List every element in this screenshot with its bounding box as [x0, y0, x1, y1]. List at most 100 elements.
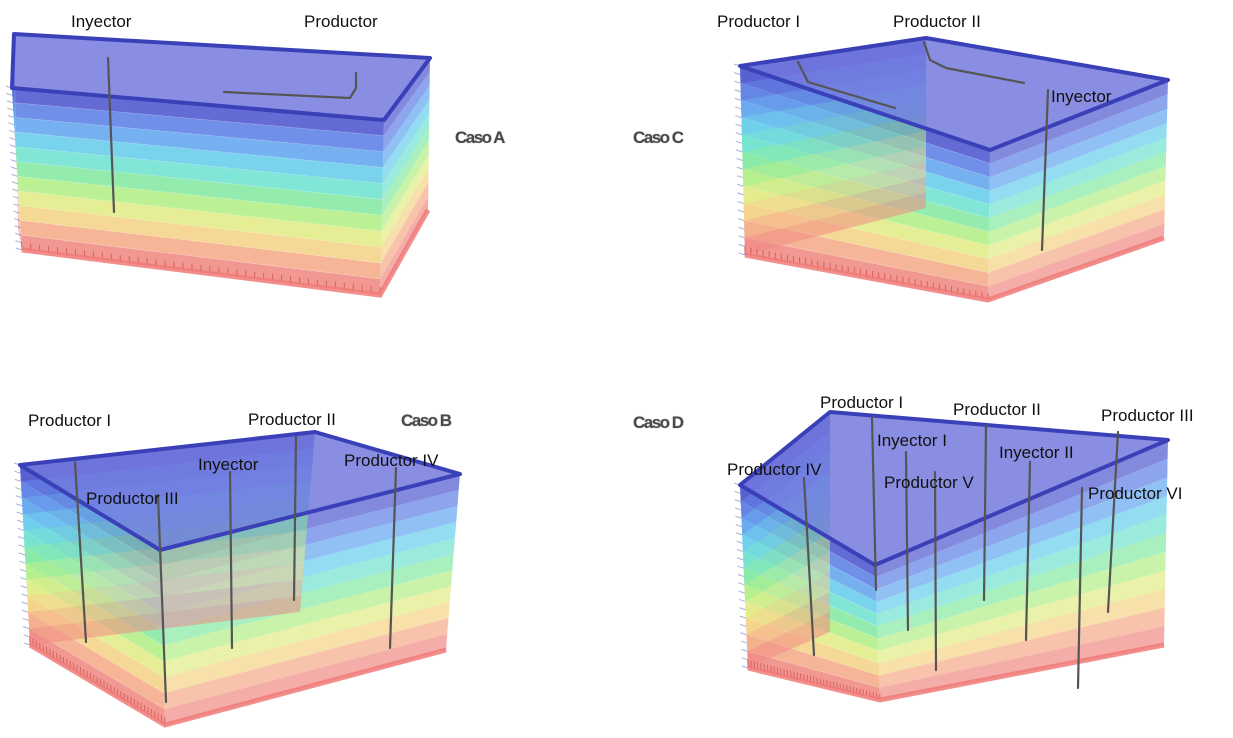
grid-tick	[20, 577, 27, 581]
grid-tick	[18, 544, 25, 548]
grid-tick	[738, 590, 745, 594]
grid-tick	[7, 114, 14, 118]
grid-tick	[22, 626, 30, 630]
block-base-edge	[21, 208, 431, 298]
layer-band-side	[164, 618, 449, 710]
grid-tick	[736, 175, 744, 179]
grid-tick	[17, 536, 25, 540]
block-base-edge	[747, 642, 1165, 703]
well-trajectory	[1024, 460, 1032, 642]
grid-tick	[741, 648, 748, 652]
grid-tick	[10, 166, 18, 170]
layer-band-side	[988, 194, 1166, 273]
well-trajectory	[292, 435, 298, 602]
layer-band-side	[877, 551, 1166, 651]
layer-band-side	[988, 223, 1165, 300]
grid-tick	[737, 200, 744, 204]
layer-band-left	[17, 192, 22, 236]
grid-tick	[9, 137, 16, 141]
reservoir-block-case-d	[733, 410, 1170, 703]
grid-tick	[9, 144, 16, 148]
well-trajectory	[802, 476, 816, 657]
grid-tick	[12, 195, 19, 199]
layer-band-side	[382, 85, 430, 168]
layer-band-left	[14, 86, 16, 147]
block-top-face	[18, 430, 462, 552]
layer-band-front	[12, 88, 384, 136]
grid-tick	[14, 218, 21, 222]
grid-tick	[14, 470, 21, 474]
grid-tick	[13, 203, 20, 207]
well-label-productor: Productor	[304, 12, 378, 31]
grid-tick	[22, 617, 29, 621]
layer-band-front	[16, 161, 383, 216]
well-trajectory	[228, 470, 234, 650]
grid-tick	[740, 632, 747, 636]
well-label-inyector: Inyector	[198, 455, 259, 474]
grid-tick	[737, 565, 744, 569]
grid-tick	[740, 623, 747, 627]
layer-band-left	[17, 210, 22, 250]
grid-tick	[6, 100, 14, 104]
well-trajectory	[870, 416, 878, 592]
layer-band-left	[29, 595, 302, 645]
layer-band-side	[380, 182, 429, 280]
layer-band-left	[742, 115, 926, 170]
grid-tick	[737, 192, 744, 196]
layer-band-side	[381, 154, 429, 248]
layer-band-front	[15, 146, 383, 200]
grid-tick	[12, 188, 19, 192]
grid-tick	[735, 115, 742, 119]
layer-divider	[21, 234, 381, 280]
layer-band-side	[989, 80, 1168, 164]
layer-band-side	[381, 127, 430, 216]
grid-tick	[15, 487, 22, 491]
layer-band-side	[877, 533, 1167, 639]
block-top-face	[10, 32, 432, 122]
layer-band-front	[13, 117, 384, 168]
layer-band-side	[878, 589, 1166, 676]
well-label-inyector: Inyector	[71, 12, 132, 31]
well-trajectory	[222, 71, 358, 100]
grid-tick	[741, 657, 748, 661]
well-trajectory	[1076, 486, 1084, 690]
layer-band-left	[743, 512, 830, 585]
reservoir-block-case-c	[733, 36, 1170, 303]
grid-tick	[738, 235, 745, 239]
grid-tick	[14, 225, 21, 229]
layer-band-left	[28, 579, 303, 629]
well-label-productor-iii: Productor III	[86, 489, 179, 508]
well-trajectory	[796, 60, 897, 110]
layer-band-left	[743, 161, 926, 221]
well-trajectory	[982, 424, 988, 602]
well-label-inyector-i: Inyector I	[877, 431, 947, 450]
grid-tick	[734, 97, 742, 101]
layer-band-left	[743, 146, 926, 204]
well-label-productor-i: Productor I	[717, 12, 801, 31]
grid-tick	[737, 218, 745, 222]
grid-tick	[20, 585, 27, 589]
layer-band-side	[876, 514, 1167, 627]
well-label-productor-iv: Productor IV	[344, 451, 439, 470]
layer-band-side	[876, 495, 1167, 615]
well-trajectory	[1040, 88, 1050, 252]
grid-tick	[735, 140, 743, 144]
grid-tick	[741, 665, 749, 669]
grid-tick	[738, 226, 745, 230]
block-base-edge	[28, 642, 447, 728]
layer-band-side	[381, 140, 429, 232]
layer-band-side	[875, 477, 1168, 602]
well-label-productor-iv: Productor IV	[727, 460, 822, 479]
layer-band-side	[163, 602, 450, 694]
grid-tick	[738, 598, 746, 602]
grid-tick	[15, 247, 23, 251]
grid-tick	[11, 181, 19, 185]
case-label-d: Caso D	[633, 413, 684, 432]
layer-band-side	[878, 570, 1166, 664]
grid-tick	[15, 240, 22, 244]
grid-tick	[15, 495, 22, 499]
grid-tick	[734, 72, 741, 76]
grid-tick	[734, 106, 742, 110]
well-label-inyector-ii: Inyector II	[999, 443, 1074, 462]
